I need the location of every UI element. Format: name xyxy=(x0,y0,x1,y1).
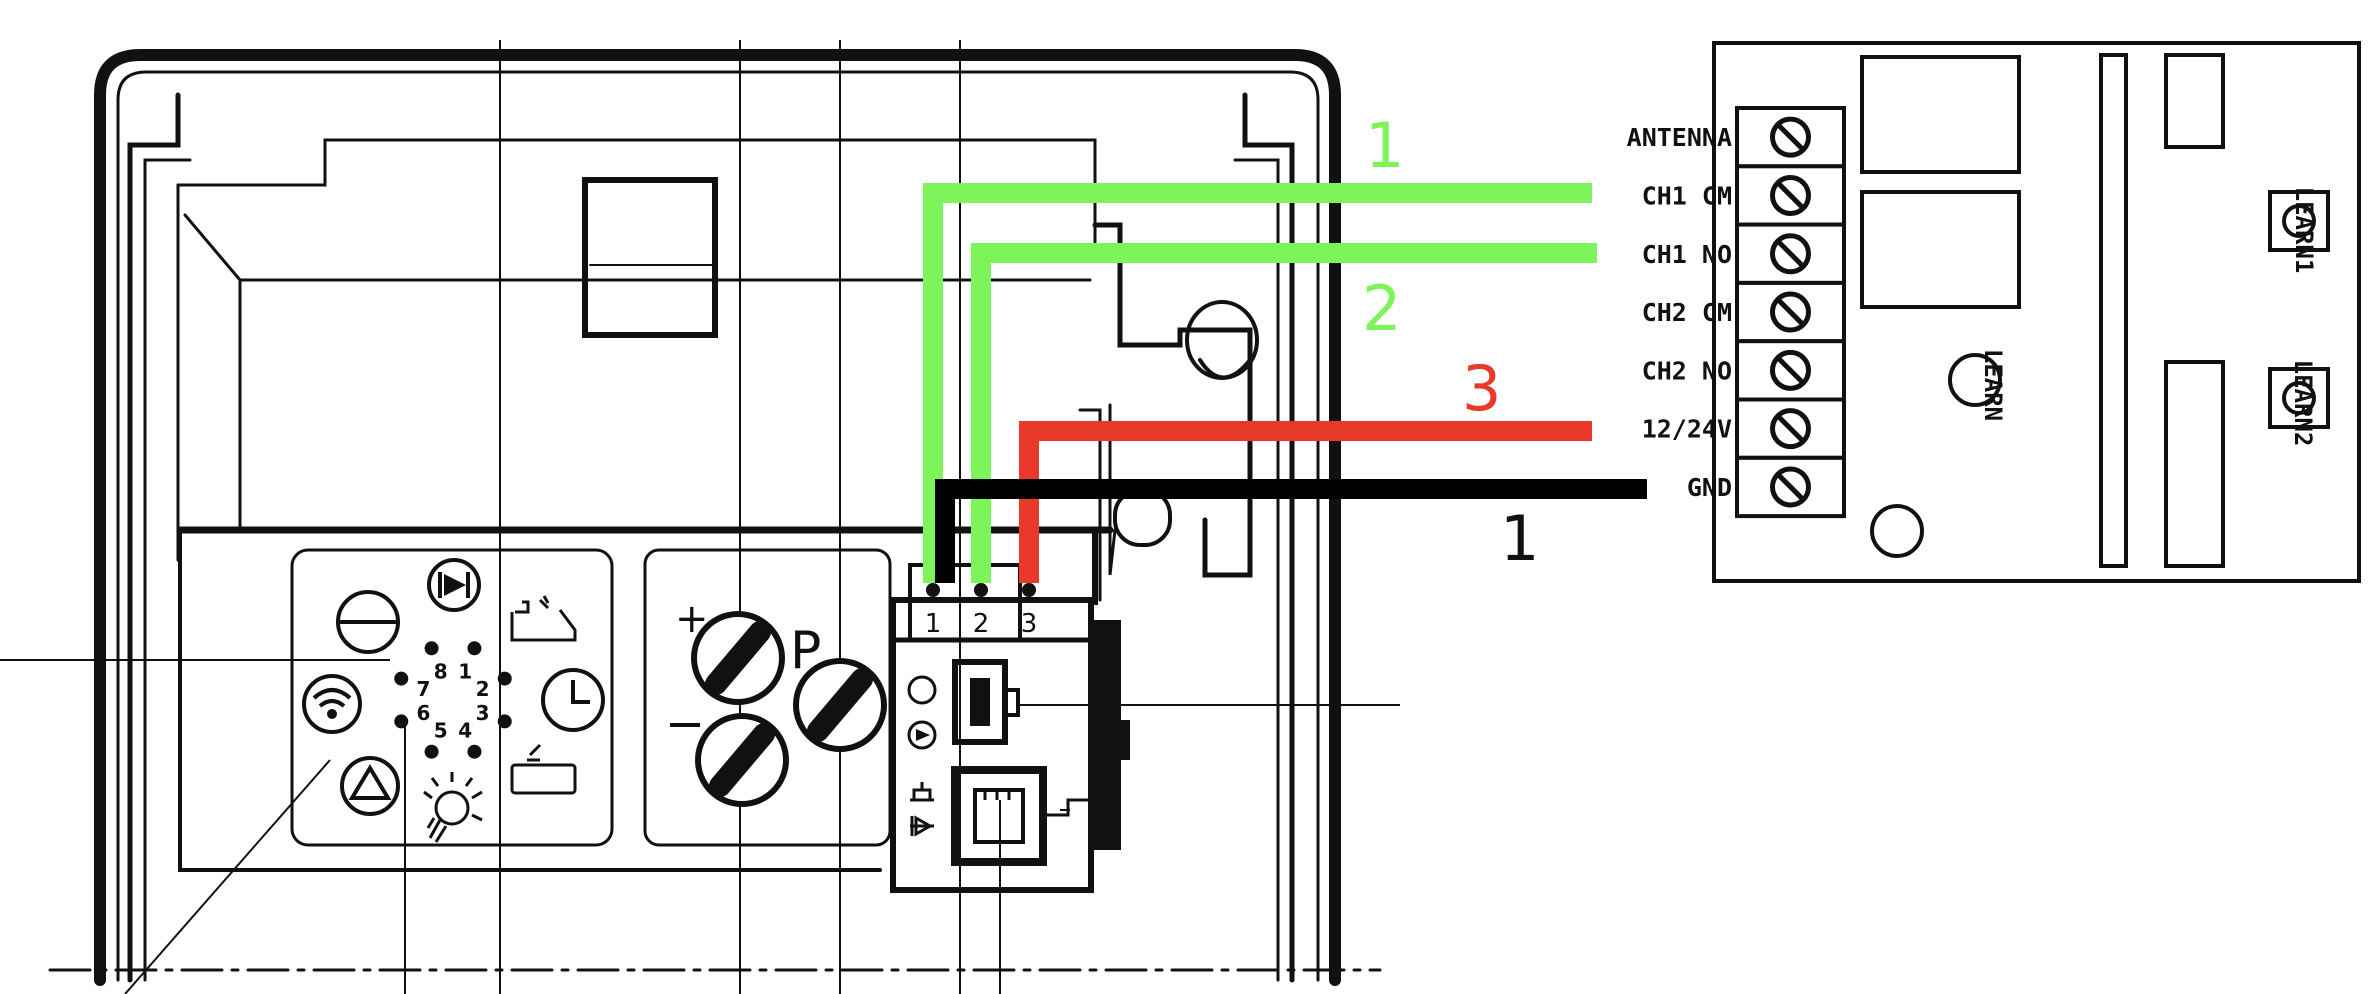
wire-label-gnd: 1 xyxy=(1500,502,1539,575)
arrow-in-icon xyxy=(907,720,937,750)
terminal-label: 12/24V xyxy=(1642,415,1732,444)
program-trimmer[interactable] xyxy=(793,658,887,752)
dial-dot xyxy=(497,714,512,729)
dial-position-dots xyxy=(394,641,512,759)
wires xyxy=(923,183,1647,583)
learn1-label: LEARN1 xyxy=(2290,187,2318,274)
door-open-icon xyxy=(510,595,577,642)
learn-label: LEARN xyxy=(1979,349,2007,421)
terminal-screw xyxy=(1735,106,1846,169)
dial-number: 2 xyxy=(476,677,490,701)
dial-number: 6 xyxy=(416,701,430,725)
antenna-icon xyxy=(910,782,934,802)
dial-number: 8 xyxy=(434,659,448,683)
plus-trimmer[interactable] xyxy=(691,611,785,705)
terminal-label: CH1 CM xyxy=(1642,181,1732,210)
dial-dot xyxy=(424,744,439,759)
terminal-screw xyxy=(1735,164,1846,227)
bulb-icon xyxy=(423,772,483,843)
dial-number: 5 xyxy=(434,719,448,743)
dial-number: 4 xyxy=(458,719,472,743)
port-icons xyxy=(907,675,937,837)
wire-ch1-cm xyxy=(923,183,1592,583)
terminal-screw xyxy=(1735,339,1846,402)
travel-icon xyxy=(910,815,934,837)
wire-gnd xyxy=(935,479,1647,583)
pin-1-label: 1 xyxy=(925,609,942,639)
terminal-label: CH1 NO xyxy=(1642,240,1732,269)
terminal-label: ANTENNA xyxy=(1627,123,1732,152)
connector-block xyxy=(888,527,1130,893)
terminal-label: GND xyxy=(1687,473,1732,502)
terminal-strip xyxy=(1735,106,1846,519)
wire-label-ch1-cm: 1 xyxy=(1365,109,1404,182)
dial-dot xyxy=(394,671,409,686)
wire-ch1-no xyxy=(971,243,1597,583)
minus-trimmer[interactable] xyxy=(695,713,789,807)
triangle-icon xyxy=(340,756,400,816)
pin-3-label: 3 xyxy=(1021,609,1038,639)
terminal-label: CH2 CM xyxy=(1642,298,1732,327)
dial-dot xyxy=(467,744,482,759)
connector-pin-numbers: 1 2 3 xyxy=(925,609,1038,639)
dial-number: 1 xyxy=(458,659,472,683)
wire-label-power: 3 xyxy=(1462,352,1501,425)
door-close-icon xyxy=(510,743,577,795)
terminal-screw xyxy=(1735,280,1846,344)
clock-icon xyxy=(541,668,605,732)
dial-dot xyxy=(394,714,409,729)
terminal-screw xyxy=(1735,455,1846,519)
wire-label-ch1-no: 2 xyxy=(1362,272,1401,345)
dial-dot xyxy=(467,641,482,656)
wire-labels: 1 2 3 1 xyxy=(1362,109,1539,575)
travel-icon xyxy=(427,558,481,612)
terminal-screw xyxy=(1735,397,1846,460)
rotate-icon xyxy=(907,675,937,705)
receiver-board xyxy=(1712,41,2361,583)
terminal-label: CH2 NO xyxy=(1642,356,1732,385)
learn2-label: LEARN2 xyxy=(2289,360,2317,447)
terminal-labels: ANTENNA CH1 CM CH1 NO CH2 CM CH2 NO 12/24V GND xyxy=(1627,123,1732,502)
pin-2-label: 2 xyxy=(973,609,990,639)
wire-power xyxy=(1019,421,1592,583)
radio-icon xyxy=(302,674,362,734)
dial-number: 3 xyxy=(476,701,490,725)
dial-number: 7 xyxy=(416,677,430,701)
dial-dot xyxy=(424,641,439,656)
construction-lines xyxy=(0,40,1400,994)
minus-circle-icon xyxy=(336,590,400,654)
terminal-screw xyxy=(1735,222,1846,285)
operator-housing xyxy=(48,49,1382,986)
dial-dot xyxy=(497,671,512,686)
adjust-panel: + − P xyxy=(643,548,892,847)
